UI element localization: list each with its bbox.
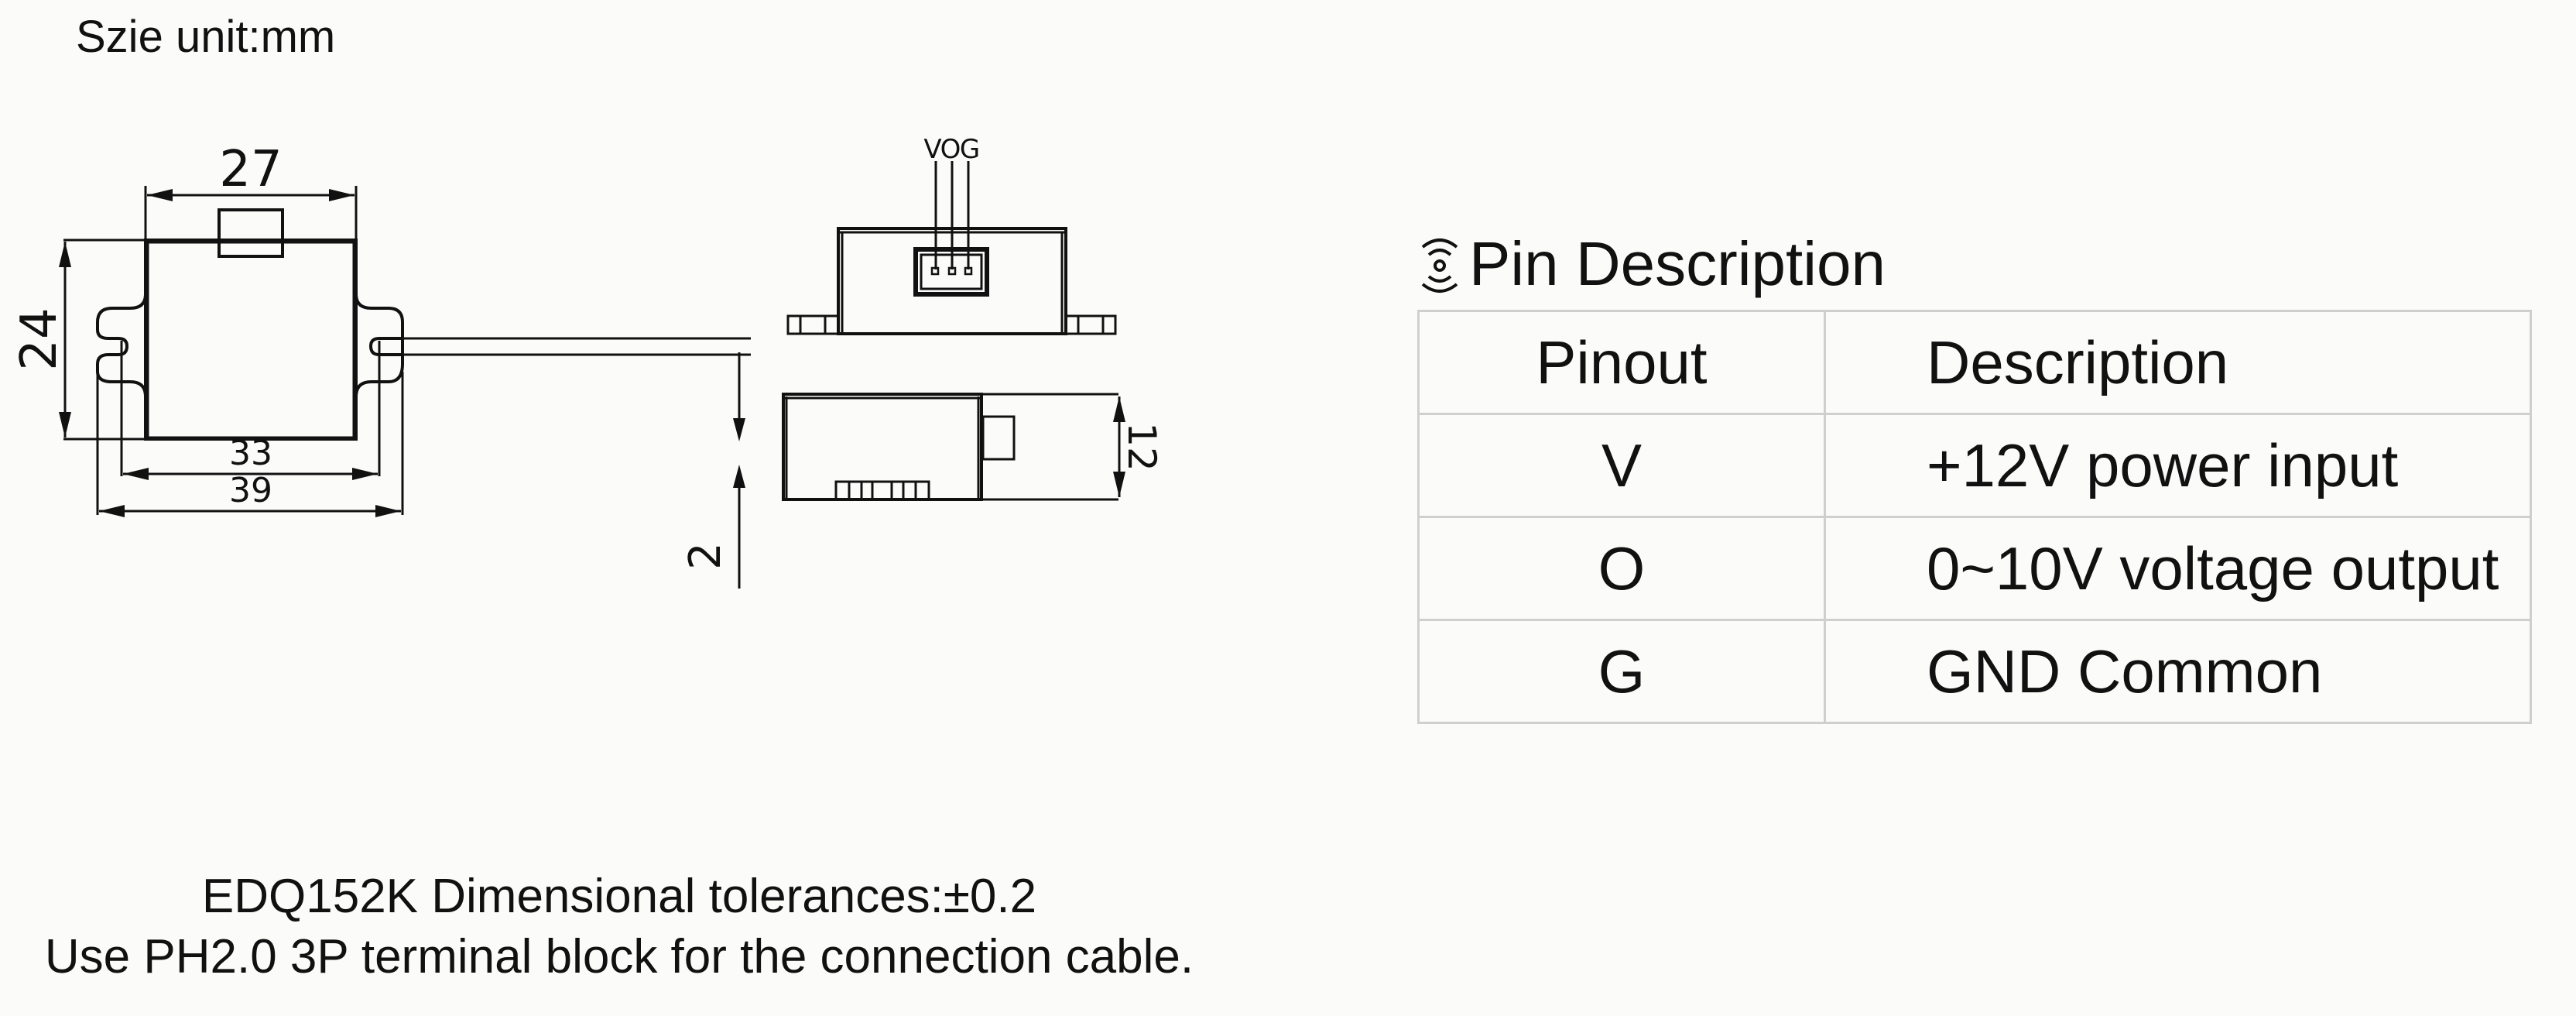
arrow-head [1113,472,1125,497]
pin-g [964,266,973,276]
arrow-head [733,465,745,488]
top-body-inner [146,241,355,439]
arrow-head [147,189,173,201]
pin-label-v: V [923,134,941,165]
side-body [782,393,983,501]
front-view: V O G [786,134,1117,335]
dim-label-27: 27 [219,141,282,198]
ph2-connector [913,247,989,297]
mechanical-drawing: 27 24 33 39 2 V O G [11,134,1164,589]
front-left-ear [786,314,840,335]
top-connector-bump [218,208,284,258]
pin-cell: V [1417,413,1826,518]
pin-cell: O [1417,516,1826,621]
column-header-description: Description [1824,310,2532,415]
side-view: 12 [782,393,1164,501]
top-view: 27 24 33 39 [11,141,751,517]
table-row: V +12V power input [1417,413,2532,518]
pin-v [930,266,940,276]
size-unit-label: Szie unit:mm [76,12,336,62]
table-row: G GND Common [1417,619,2532,724]
pin-label-g: G [960,134,980,165]
table-row: O 0~10V voltage output [1417,516,2532,621]
arrow-head [59,242,71,267]
arrow-head [733,418,745,441]
arrow-head [352,468,378,480]
arrow-head [123,468,149,480]
pin-description-table: Pinout Description V +12V power input O … [1417,310,2532,724]
pin-description-title: Pin Description [1469,229,1886,298]
connector-note: Use PH2.0 3P terminal block for the conn… [44,930,1194,983]
dim-label-39: 39 [229,471,272,510]
wireless-signal-icon [1421,239,1458,293]
pin-cell: G [1417,619,1826,724]
pin-label-o: O [940,134,961,165]
right-mounting-ear [355,293,404,397]
description-cell: 0~10V voltage output [1824,516,2532,621]
table-header-row: Pinout Description [1417,310,2532,415]
dim-label-2: 2 [680,542,731,570]
arrow-head [329,189,355,201]
description-cell: GND Common [1824,619,2532,724]
top-body-outline [144,239,358,441]
arrow-head [99,505,125,517]
tolerance-note: EDQ152K Dimensional tolerances:±0.2 [201,870,1037,923]
slot-dimension: 2 [680,352,745,589]
dim-label-24: 24 [11,307,68,370]
arrow-head [1113,396,1125,422]
dim-label-33: 33 [229,434,272,473]
pin-o [947,266,957,276]
arrow-head [59,412,71,438]
side-connector [981,415,1016,461]
arrow-head [375,505,401,517]
description-cell: +12V power input [1824,413,2532,518]
dim-label-12: 12 [1119,422,1164,472]
column-header-pinout: Pinout [1417,310,1826,415]
left-mounting-ear [96,293,147,397]
ph2-connector-inner [920,253,983,290]
side-vent-block [834,480,930,501]
front-body [837,227,1067,335]
right-ear-slot [368,337,402,356]
pin-description-heading: Pin Description [1418,221,1886,307]
front-right-ear [1064,314,1117,335]
